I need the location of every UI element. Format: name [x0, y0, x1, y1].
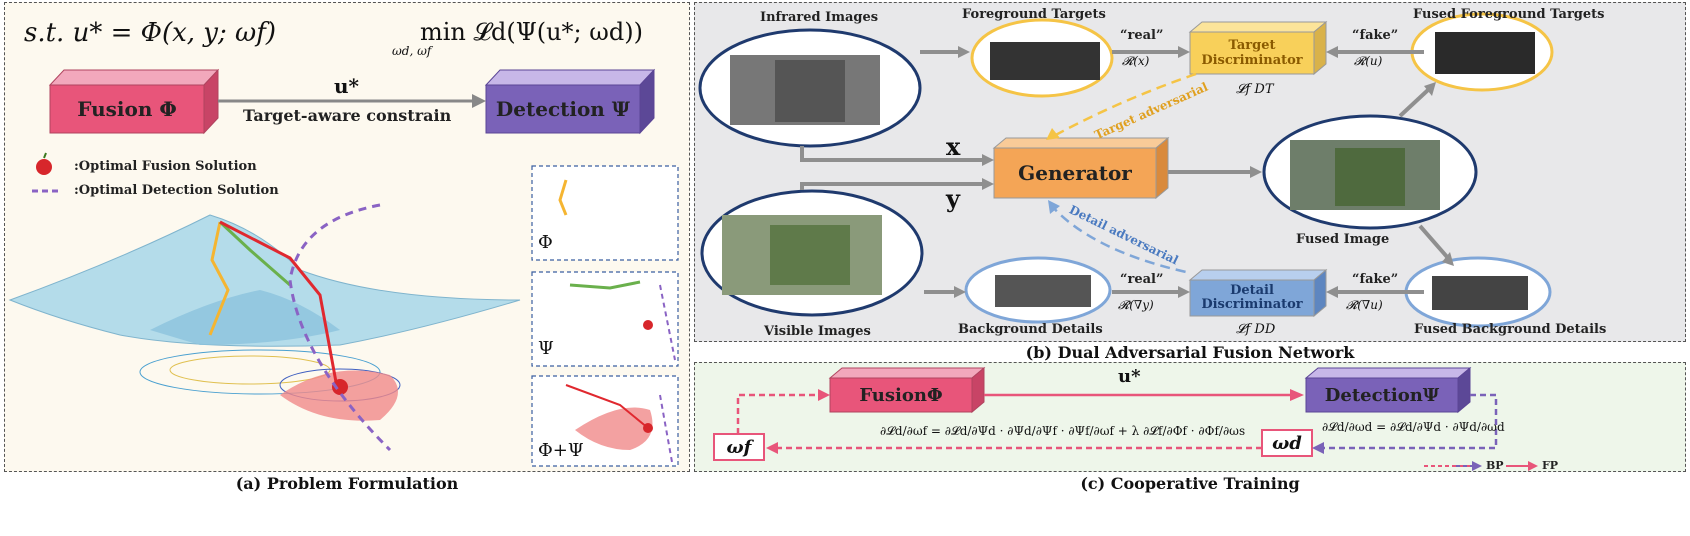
- r-x-label: 𝓡(x): [1122, 54, 1150, 68]
- legend-detection: :Optimal Detection Solution: [74, 183, 279, 198]
- u-star-label: u*: [334, 74, 359, 98]
- label-fused-foreground: Fused Foreground Targets: [1413, 7, 1605, 22]
- r-grad-y-label: 𝓡̂(∇y): [1118, 298, 1154, 312]
- label-foreground-targets: Foreground Targets: [962, 7, 1106, 22]
- inset-label-psi: Ψ: [538, 338, 554, 359]
- fake-top-label: “fake”: [1352, 28, 1399, 43]
- u-star-c: u*: [1118, 366, 1141, 387]
- bp-label: BP: [1486, 459, 1504, 472]
- label-background-details: Background Details: [958, 322, 1103, 337]
- inset-label-phi-psi: Φ+Ψ: [538, 440, 584, 461]
- label-visible-images: Visible Images: [764, 324, 871, 339]
- constraint-equation: s.t. u* = Φ(x, y; ωf): [24, 18, 276, 48]
- detection-box: Detection Ψ: [495, 97, 631, 121]
- omega-f: ωf: [726, 436, 752, 458]
- omega-d: ωd: [1272, 432, 1302, 454]
- x-input-label: x: [946, 132, 961, 161]
- caption-a: (a) Problem Formulation: [235, 474, 459, 493]
- detection-box-c: DetectionΨ: [1324, 384, 1440, 406]
- generator-box: Generator: [1018, 161, 1132, 185]
- caption-b: (b) Dual Adversarial Fusion Network: [1025, 343, 1355, 362]
- fake-bottom-label: “fake”: [1352, 272, 1399, 287]
- target-aware-label: Target-aware constrain: [243, 106, 452, 125]
- gradient-fusion: ∂𝓛d/∂ωf = ∂𝓛d/∂Ψd · ∂Ψd/∂Ψf · ∂Ψf/∂ωf + …: [880, 424, 1246, 438]
- real-bottom-label: “real”: [1120, 272, 1164, 287]
- objective-subscript: ωd, ωf: [392, 44, 432, 58]
- label-fused-background: Fused Background Details: [1414, 322, 1607, 337]
- loss-dt-label: 𝓛f DT: [1236, 82, 1274, 97]
- legend-fusion: :Optimal Fusion Solution: [74, 159, 257, 174]
- detail-disc-line1: Detail: [1230, 283, 1274, 298]
- loss-dd-label: 𝓛f DD: [1236, 322, 1276, 337]
- objective-equation: min 𝓛d(Ψ(u*; ωd)): [420, 18, 643, 46]
- label-fused-image: Fused Image: [1296, 232, 1390, 247]
- target-disc-line2: Discriminator: [1201, 53, 1303, 68]
- r-grad-u-label: 𝓡̂(∇u): [1346, 298, 1383, 312]
- detail-disc-line2: Discriminator: [1201, 297, 1303, 312]
- real-top-label: “real”: [1120, 28, 1164, 43]
- y-input-label: y: [946, 184, 960, 213]
- fusion-box-c: FusionΦ: [859, 384, 943, 406]
- inset-label-phi: Φ: [538, 232, 553, 253]
- caption-c: (c) Cooperative Training: [1080, 474, 1300, 493]
- label-infrared-images: Infrared Images: [760, 10, 879, 25]
- fusion-box: Fusion Φ: [77, 97, 177, 121]
- target-disc-line1: Target: [1228, 38, 1276, 53]
- gradient-detection: ∂𝓛d/∂ωd = ∂𝓛d/∂Ψd · ∂Ψd/∂ωd: [1322, 420, 1505, 434]
- target-discriminator-box: Target Discriminator: [1190, 32, 1314, 74]
- fp-label: FP: [1542, 459, 1559, 472]
- detail-discriminator-box: Detail Discriminator: [1190, 280, 1314, 316]
- r-u-label: 𝓡(u): [1354, 54, 1383, 68]
